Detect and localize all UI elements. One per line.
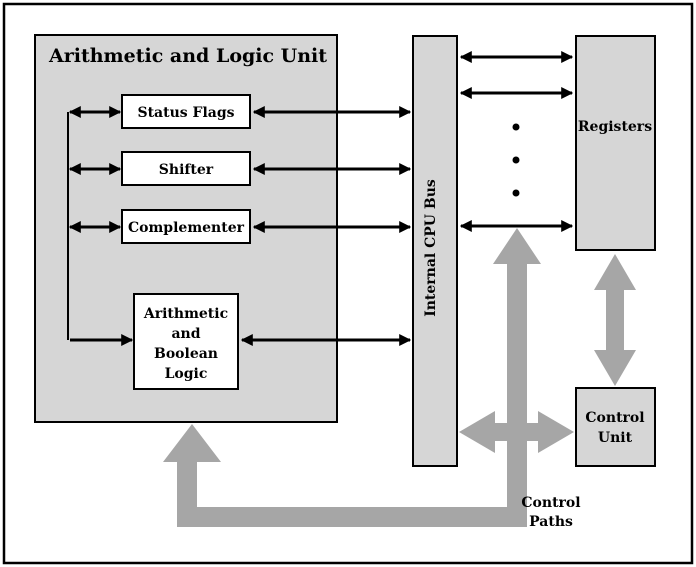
control-unit-line-2: Unit <box>598 430 633 446</box>
control-paths-line-1: Control <box>521 495 580 511</box>
registers-control-unit-arrow <box>594 254 636 386</box>
internal-cpu-bus-box <box>412 35 458 467</box>
alu-title: Arithmetic and Logic Unit <box>48 45 327 67</box>
arith-line-3: Boolean <box>154 346 218 362</box>
ellipsis-dot-2 <box>512 156 520 164</box>
registers-label: Registers <box>578 119 652 135</box>
control-paths-line-2: Paths <box>529 514 573 530</box>
arith-boolean-logic-box <box>133 293 239 390</box>
shifter-label: Shifter <box>159 162 214 178</box>
control-unit-line-1: Control <box>585 410 644 426</box>
arith-line-4: Logic <box>165 366 208 382</box>
status-flags-label: Status Flags <box>137 105 234 121</box>
arith-line-2: and <box>171 326 200 342</box>
control-path-arrow <box>163 228 541 527</box>
complementer-label: Complementer <box>128 220 245 236</box>
registers-box <box>575 35 656 251</box>
ellipsis-dot-1 <box>512 123 520 131</box>
internal-cpu-bus-label: Internal CPU Bus <box>423 179 439 317</box>
shifter-box <box>121 151 251 186</box>
complementer-box <box>121 209 251 244</box>
ellipsis-dot-3 <box>512 189 520 197</box>
control-unit-box <box>575 387 656 467</box>
arith-line-1: Arithmetic <box>143 306 228 322</box>
status-flags-box <box>121 94 251 129</box>
